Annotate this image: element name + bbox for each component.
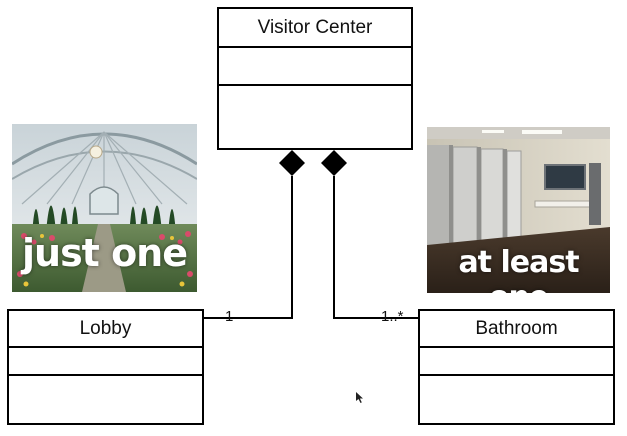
bathroom-caption: at least one — [458, 245, 579, 293]
conservatory-illustration — [12, 124, 197, 292]
lobby-caption: just one — [21, 231, 188, 275]
multiplicity-lobby: 1 — [225, 308, 234, 325]
class-name-visitor-center: Visitor Center — [219, 9, 411, 48]
class-visitor-center: Visitor Center — [217, 7, 413, 150]
multiplicity-bathroom: 1..* — [381, 308, 404, 325]
attributes-compartment — [219, 48, 411, 86]
attributes-compartment — [9, 348, 202, 376]
mouse-pointer-icon — [356, 392, 363, 403]
lobby-composition-line — [204, 176, 293, 319]
class-bathroom: Bathroom — [418, 309, 615, 425]
bathroom-composition-line — [333, 176, 418, 319]
class-name-lobby: Lobby — [9, 311, 202, 348]
attributes-compartment — [420, 348, 613, 376]
conservatory-photo: just one — [12, 124, 197, 292]
bathroom-composition-diamond — [321, 150, 347, 176]
class-lobby: Lobby — [7, 309, 204, 425]
lobby-composition-diamond — [279, 150, 305, 176]
restroom-photo: at least one — [427, 127, 610, 293]
class-name-bathroom: Bathroom — [420, 311, 613, 348]
restroom-illustration — [427, 127, 610, 293]
